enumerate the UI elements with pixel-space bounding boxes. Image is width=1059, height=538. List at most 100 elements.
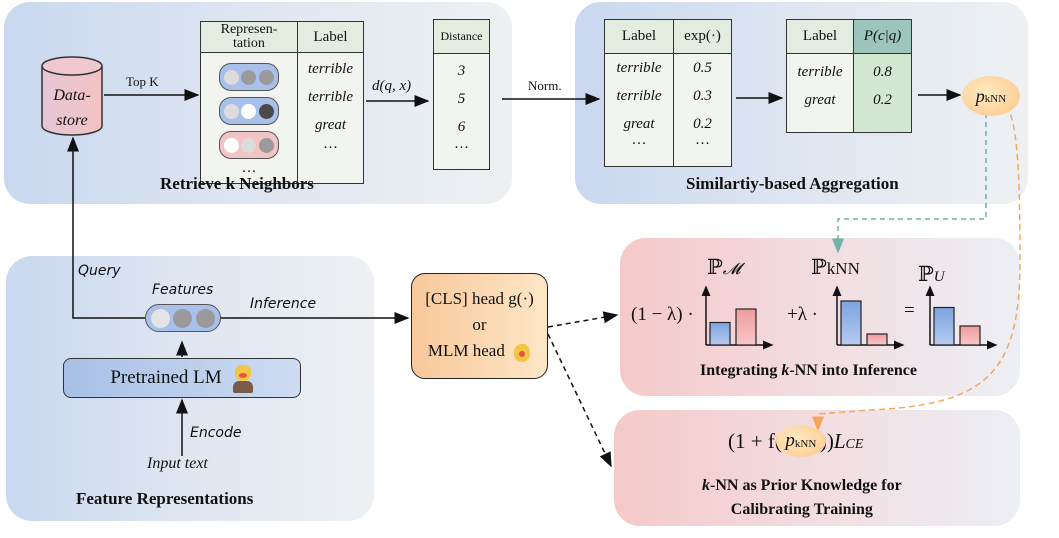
neighbor-label: great <box>314 117 347 133</box>
aggregation-title: Similartiy-based Aggregation <box>686 174 899 193</box>
training-eq-prefix: (1 + f( <box>728 428 782 453</box>
head-box-line3-text: MLM head <box>427 341 505 360</box>
input-text-label: Input text <box>147 455 208 472</box>
norm-label: Norm. <box>528 78 562 93</box>
distance-ellipsis: ··· <box>454 140 469 156</box>
neighbor-label: terrible <box>308 61 353 77</box>
exp-value-column: 0.5 0.3 0.2 ··· <box>673 53 732 167</box>
exp-label: terrible <box>616 60 662 76</box>
label-column: terrible terrible great ··· <box>297 52 364 184</box>
dist-knn-bar-red <box>866 333 888 346</box>
exp-table: Label exp(·) terrible terrible great ···… <box>604 19 732 167</box>
dist-m-bar-red <box>735 308 757 346</box>
prob-value: 0.8 <box>873 64 892 80</box>
prob-label-column: terrible great <box>786 53 854 133</box>
training-title-line1: k-NN as Prior Knowledge for <box>702 474 902 498</box>
retrieve-title: Retrieve k Neighbors <box>160 174 314 193</box>
inference-title-prefix: Integrating <box>700 362 782 379</box>
dist-m-bar-blue <box>709 321 731 346</box>
rep-column: ··· <box>200 52 298 184</box>
dist-knn-bar-blue <box>840 300 862 346</box>
datastore-label-line2: store <box>56 112 88 129</box>
training-eq-loss-sub: CE <box>845 437 864 452</box>
header-label: Label <box>297 21 364 53</box>
header-rep-line1: Represen- <box>220 22 278 37</box>
header-exp: exp(·) <box>673 19 732 54</box>
dist-u-bar-red <box>959 325 981 346</box>
head-to-training-arrow <box>547 333 612 468</box>
header-label: Label <box>786 19 854 54</box>
prob-label: terrible <box>797 64 843 80</box>
training-pknn-p: p <box>785 430 795 451</box>
prob-value-column: 0.8 0.2 <box>853 53 912 133</box>
label-ellipsis: ··· <box>323 140 338 156</box>
distance-table: Distance 3 5 6 ··· <box>433 19 490 170</box>
header-distance: Distance <box>433 19 490 54</box>
distance-value: 6 <box>457 119 466 135</box>
neighbor-table: Represen- tation Label ··· terrible terr… <box>200 21 364 184</box>
dist-m-symbol: ℙ <box>707 255 723 279</box>
head-box: [CLS] head g(·) or MLM head <box>411 273 548 379</box>
datastore-label-line1: Data- <box>53 87 91 104</box>
pretrained-lm-label: Pretrained LM <box>110 367 222 388</box>
query-label: Query <box>78 263 121 279</box>
dist-u-title: ℙU <box>918 262 945 287</box>
training-title-line1-text: -NN as Prior Knowledge for <box>710 477 902 494</box>
features-pill <box>145 304 221 332</box>
head-box-line3: MLM head <box>412 338 547 364</box>
encode-label: Encode <box>190 425 242 441</box>
dist-m-sub: 𝓜 <box>722 261 741 278</box>
head-box-line2: or <box>472 315 487 334</box>
inference-title-suffix: -NN into Inference <box>789 362 918 379</box>
features-title: Feature Representations <box>76 489 254 508</box>
coef-plus-lambda: +λ · <box>787 304 819 325</box>
rep-pill <box>219 97 279 125</box>
rep-ellipsis: ··· <box>241 164 257 180</box>
prob-value: 0.2 <box>873 92 892 108</box>
bert-muppet-icon <box>232 363 254 393</box>
training-title: k-NN as Prior Knowledge for Calibrating … <box>702 474 902 522</box>
distance-column: 3 5 6 ··· <box>433 53 490 170</box>
equals-sign: = <box>904 300 915 321</box>
exp-label: great <box>623 116 655 132</box>
prob-table: Label P(c|q) terrible great 0.8 0.2 <box>786 19 912 133</box>
head-box-line1: [CLS] head g(·) <box>425 289 534 308</box>
rep-pill <box>219 131 279 159</box>
rep-pill <box>219 63 279 91</box>
dist-u-symbol: ℙ <box>918 262 934 286</box>
exp-value: 0.2 <box>693 116 712 132</box>
dist-m-title: ℙ𝓜 <box>707 255 741 280</box>
exp-ellipsis: ··· <box>695 136 710 152</box>
inference-label: Inference <box>250 296 317 312</box>
header-representation: Represen- tation <box>200 21 298 53</box>
inference-title: Integrating k-NN into Inference <box>700 362 917 380</box>
dist-u-bar-blue <box>933 306 955 346</box>
header-rep-line2: tation <box>233 36 265 51</box>
exp-value: 0.3 <box>693 88 712 104</box>
training-title-k: k <box>702 477 710 494</box>
dist-knn-title: ℙkNN <box>811 255 860 280</box>
neighbor-label: terrible <box>308 89 353 105</box>
topk-label: Top K <box>126 74 159 89</box>
datastore-label: Data- store <box>42 83 102 133</box>
coef-1-minus-lambda: (1 − λ) · <box>631 304 694 325</box>
exp-value: 0.5 <box>693 60 712 76</box>
header-label: Label <box>604 19 674 54</box>
dist-u-sub: U <box>933 269 945 285</box>
distance-value: 3 <box>457 63 466 79</box>
head-to-inference-arrow <box>547 311 619 328</box>
pknn-p: p <box>975 85 985 106</box>
pretrained-lm-box: Pretrained LM <box>63 358 301 398</box>
distance-fn-label: d(q, x) <box>372 78 412 94</box>
training-title-line2: Calibrating Training <box>730 501 873 518</box>
dist-knn-symbol: ℙ <box>811 255 827 279</box>
exp-label: terrible <box>616 88 662 104</box>
exp-ellipsis: ··· <box>631 136 647 152</box>
inference-title-k: k <box>781 362 790 379</box>
